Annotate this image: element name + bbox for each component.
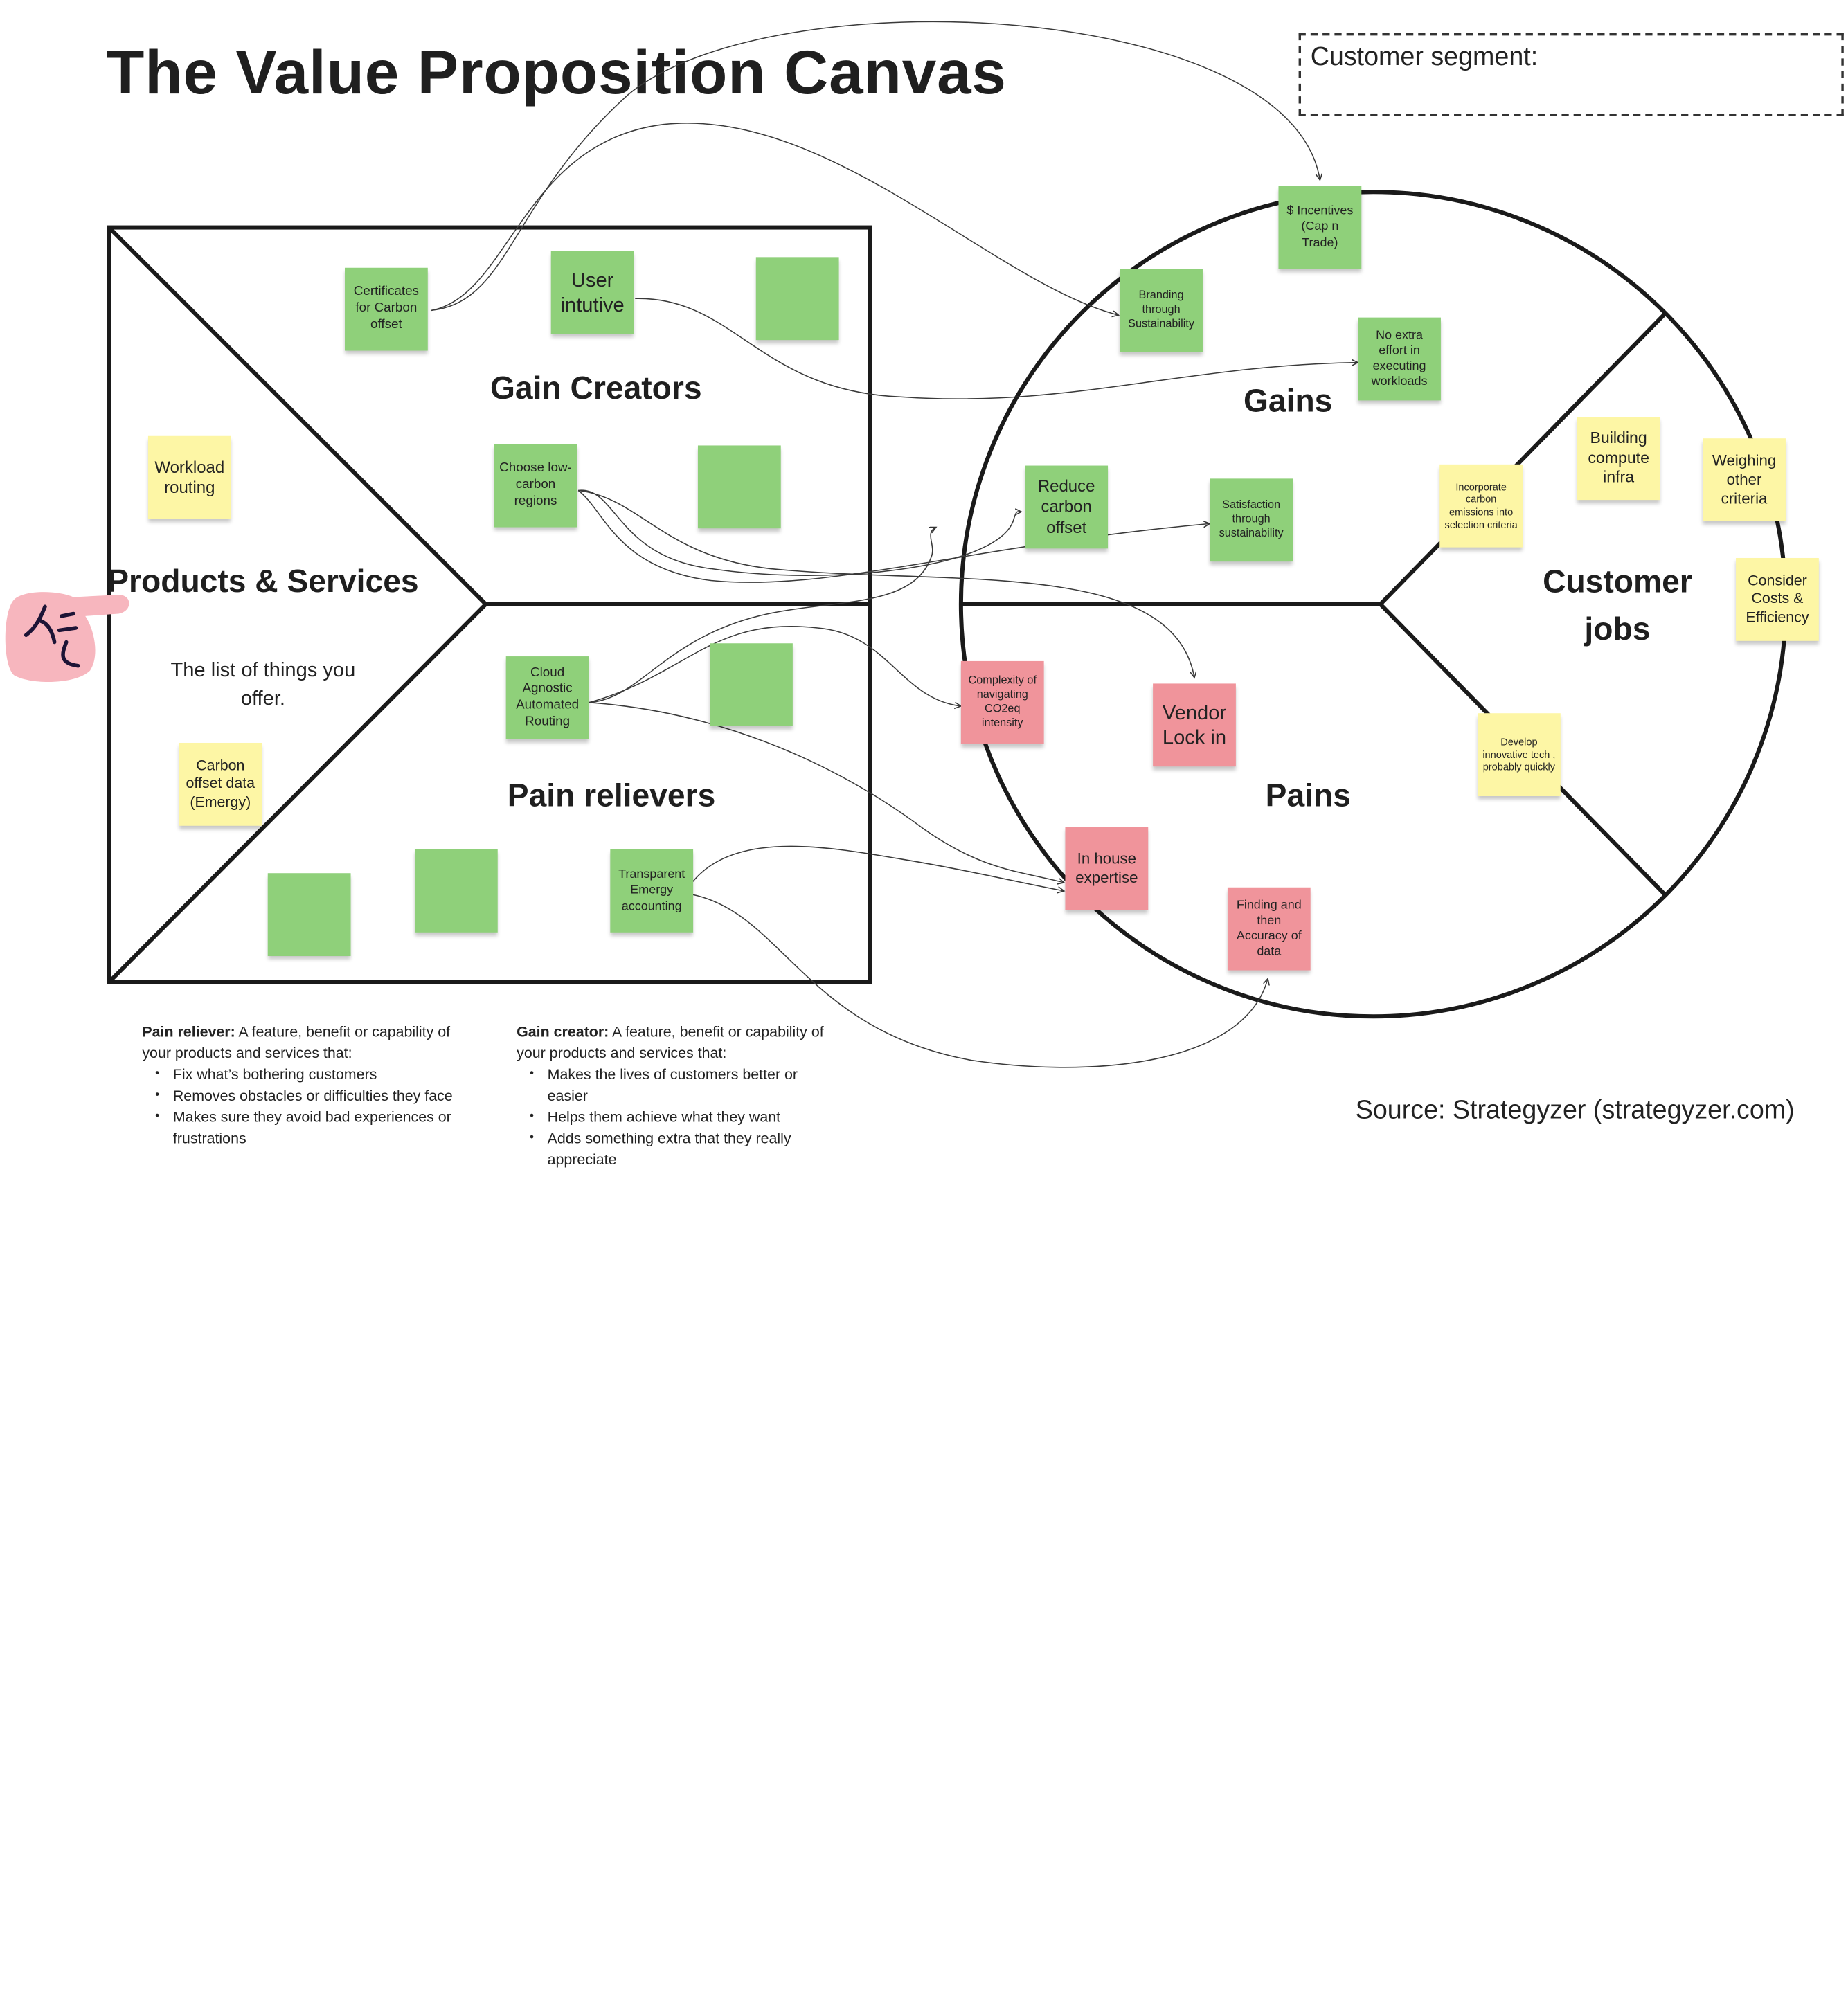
sticky-note-incentives[interactable]: $ Incentives (Cap n Trade) <box>1278 186 1362 269</box>
sticky-note-incorporate[interactable]: Incorporate carbon emissions into select… <box>1439 464 1523 548</box>
sticky-note-cloud-agnostic[interactable]: Cloud Agnostic Automated Routing <box>505 656 589 739</box>
products-services-label: Products & Services <box>107 563 419 600</box>
sticky-note-in-house[interactable]: In house expertise <box>1065 827 1149 910</box>
connector-choose-satisfaction <box>577 489 1210 584</box>
list-item: Makes the lives of customers better or e… <box>530 1064 837 1107</box>
gain-creators-label: Gain Creators <box>490 370 702 406</box>
list-item: Helps them achieve what they want <box>530 1106 837 1128</box>
sticky-note-reduce-carbon[interactable]: Reduce carbon offset <box>1025 465 1109 549</box>
products-services-sublabel: The list of things you offer. <box>170 658 356 710</box>
connector-certificates-incentives <box>431 21 1320 312</box>
sticky-note-choose-regions[interactable]: Choose low-carbon regions <box>494 444 577 528</box>
value-map-diagonal-top <box>107 226 487 606</box>
sticky-note-certificates[interactable]: Certificates for Carbon offset <box>344 267 428 351</box>
canvas-outlines <box>107 21 1788 1068</box>
customer-segment-label: Customer segment: <box>1310 41 1538 71</box>
pain-reliever-list: Fix what’s bothering customers Removes o… <box>142 1064 462 1149</box>
connector-lines <box>431 21 1358 1068</box>
list-item: Removes obstacles or difficulties they f… <box>155 1085 463 1107</box>
sticky-note-building-compute[interactable]: Building compute infra <box>1577 417 1660 501</box>
sticky-note-user-intuitive[interactable]: User intutive <box>550 251 634 334</box>
customer-segment-box[interactable]: Customer segment: <box>1298 33 1844 116</box>
page-title: The Value Proposition Canvas <box>107 39 1007 108</box>
sticky-note-finding-data[interactable]: Finding and then Accuracy of data <box>1227 887 1311 971</box>
connector-user-no-extra <box>635 298 1358 399</box>
customer-profile-split-top <box>1379 311 1668 606</box>
gain-creator-term: Gain creator: <box>517 1023 609 1040</box>
gain-creator-definition: A feature, benefit or capability of your… <box>517 1023 824 1062</box>
connector-choose-vendor <box>578 489 1194 677</box>
sticky-note-workload-routing[interactable]: Workload routing <box>147 435 231 519</box>
sticky-note-blank[interactable] <box>267 873 351 957</box>
hand-icon <box>5 592 129 682</box>
sticky-note-blank[interactable] <box>697 445 781 529</box>
connector-cloud-reduce <box>589 528 936 703</box>
pain-reliever-definition: A feature, benefit or capability of your… <box>142 1023 451 1062</box>
pain-reliever-legend: Pain reliever: A feature, benefit or cap… <box>142 1021 462 1149</box>
connector-cloud-complexity <box>589 626 961 706</box>
list-item: Makes sure they avoid bad experiences or… <box>155 1106 463 1149</box>
connector-transparent-finding <box>692 894 1268 1068</box>
source-citation: Source: Strategyzer (strategyzer.com) <box>1355 1094 1795 1125</box>
connector-certificates-branding <box>431 123 1119 315</box>
connector-choose-reduce <box>578 489 1021 576</box>
gain-creator-list: Makes the lives of customers better or e… <box>517 1064 836 1171</box>
sticky-note-no-extra-effort[interactable]: No extra effort in executing workloads <box>1358 317 1441 401</box>
sticky-note-branding[interactable]: Branding through Sustainability <box>1120 269 1203 352</box>
sticky-note-transparent-emergy[interactable]: Transparent Emergy accounting <box>610 849 694 933</box>
sticky-note-carbon-offset-data[interactable]: Carbon offset data (Emergy) <box>179 742 262 826</box>
gains-label: Gains <box>1243 383 1333 419</box>
customer-jobs-label: Customer jobs <box>1543 564 1692 647</box>
sticky-note-blank[interactable] <box>710 643 793 727</box>
sticky-note-satisfaction[interactable]: Satisfaction through sustainability <box>1210 478 1293 562</box>
list-item: Adds something extra that they really ap… <box>530 1128 837 1171</box>
pains-label: Pains <box>1265 777 1351 813</box>
gain-creator-legend: Gain creator: A feature, benefit or capa… <box>517 1021 836 1171</box>
sticky-note-blank[interactable] <box>414 849 498 933</box>
sticky-note-complexity[interactable]: Complexity of navigating CO2eq intensity <box>960 660 1044 744</box>
sticky-note-consider-costs[interactable]: Consider Costs & Efficiency <box>1736 558 1819 641</box>
value-map-diagonal-bottom <box>107 602 487 984</box>
sticky-note-develop-tech[interactable]: Develop innovative tech , probably quick… <box>1477 713 1561 796</box>
sticky-note-vendor-lock[interactable]: Vendor Lock in <box>1153 683 1236 767</box>
connector-transparent-inhouse <box>691 845 1064 890</box>
list-item: Fix what’s bothering customers <box>155 1064 463 1085</box>
sticky-note-weighing[interactable]: Weighing other criteria <box>1703 438 1786 521</box>
connector-cloud-inhouse <box>589 702 1064 883</box>
pain-relievers-label: Pain relievers <box>507 777 716 813</box>
pain-reliever-term: Pain reliever: <box>142 1023 235 1040</box>
sticky-note-blank[interactable] <box>755 257 839 341</box>
